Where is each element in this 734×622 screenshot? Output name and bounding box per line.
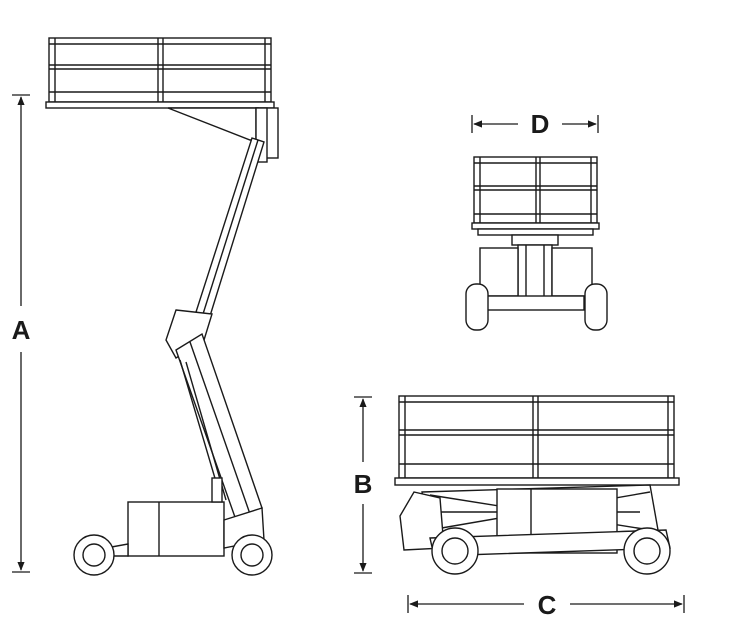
scissor-lift-side-view (394, 395, 680, 575)
dimension-c-label: C (538, 590, 557, 620)
dimension-d (471, 115, 599, 133)
boom-lift-side-view (45, 37, 279, 576)
front-view-platform (471, 156, 600, 236)
boom-lift-upper-boom (195, 137, 265, 317)
front-view-left-wheel (465, 283, 489, 331)
side-view-chassis (399, 488, 671, 557)
boom-lift-front-wheel (73, 534, 115, 576)
boom-lift-jib (167, 107, 279, 163)
side-view-platform (394, 395, 680, 486)
side-view-rear-wheel (623, 527, 671, 575)
front-view-mast (511, 234, 559, 306)
dimension-a (12, 94, 30, 573)
dimension-c (407, 595, 685, 613)
front-view-right-wheel (584, 283, 608, 331)
boom-lift-platform (45, 37, 275, 109)
dimension-b-label: B (354, 469, 373, 499)
dimension-d-label: D (531, 109, 550, 139)
boom-lift-rear-wheel (231, 534, 273, 576)
dimension-b (354, 396, 372, 574)
side-view-front-wheel (431, 527, 479, 575)
boom-lift-chassis (105, 477, 265, 557)
dimension-a-label: A (12, 315, 31, 345)
scissor-lift-front-view (465, 156, 608, 331)
